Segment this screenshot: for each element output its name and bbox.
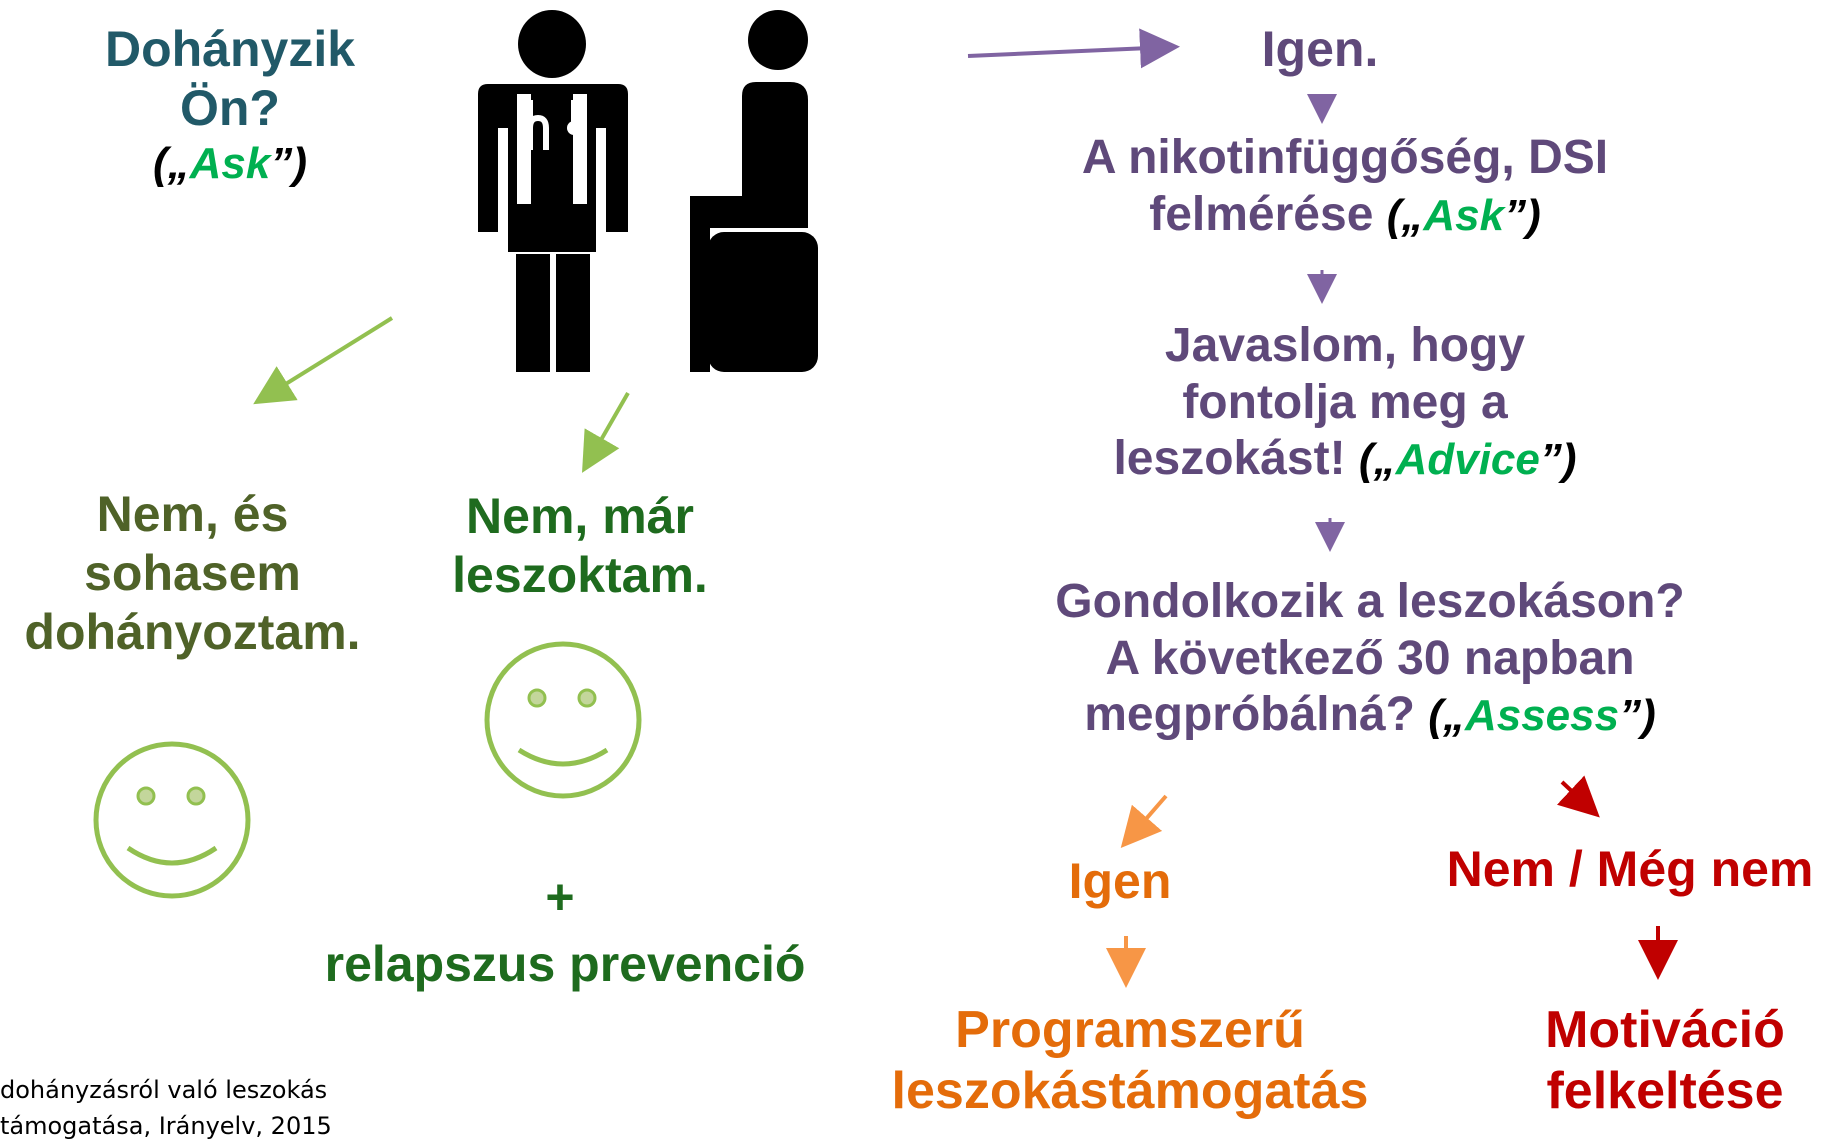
program-line-1: Programszerű	[955, 1001, 1305, 1059]
quit-line-2: leszoktam.	[452, 547, 708, 603]
assess-step: Gondolkozik a leszokáson? A következő 30…	[1030, 574, 1710, 744]
assess-line-2: A következő 30 napban	[1105, 631, 1635, 685]
advice-line-3: leszokást! („Advice”)	[1113, 432, 1577, 486]
arrow-to-no-branch	[1556, 775, 1600, 818]
advice-line-2: fontolja meg a	[1182, 375, 1508, 429]
tag-open: („	[152, 139, 190, 188]
yes-answer: Igen.	[1261, 21, 1379, 77]
smoking-question: Dohányzik Ön? („Ask”)	[60, 20, 400, 190]
arrow-to-never-smoked	[253, 316, 394, 405]
advice-line-1: Javaslom, hogy	[1164, 319, 1526, 372]
source-line-2: támogatása, Irányelv, 2015	[0, 1112, 332, 1140]
question-tag: („Ask”)	[60, 138, 400, 190]
dependence-assessment: A nikotinfüggőség, DSI felmérése („Ask”)	[1060, 130, 1630, 243]
assess-line-3: megpróbálná? („Assess”)	[1084, 688, 1656, 742]
question-line-1: Dohányzik	[104, 21, 356, 77]
motivation: Motiváció felkeltése	[1520, 1000, 1810, 1123]
never-smoked-answer: Nem, és sohasem dohányoztam.	[0, 485, 385, 662]
arrow-to-yes-branch	[1120, 794, 1168, 849]
question-line-2: Ön?	[180, 80, 280, 136]
already-quit-answer: Nem, már leszoktam.	[420, 487, 740, 605]
smiley-face-icon	[484, 641, 642, 799]
smiley-face-icon	[93, 741, 251, 899]
quit-line-1: Nem, már	[466, 488, 694, 544]
arrow-to-yes	[967, 28, 1180, 69]
assess-tag: („Assess”)	[1428, 691, 1656, 741]
assess-line-1: Gondolkozik a leszokáson?	[1055, 575, 1685, 628]
program-support: Programszerű leszokástámogatás	[870, 1000, 1390, 1123]
motivation-line-1: Motiváció	[1545, 1001, 1785, 1059]
dependence-line-2: felmérése („Ask”)	[1149, 187, 1541, 241]
branch-no: Nem / Még nem	[1446, 841, 1814, 897]
tag-keyword: Ask	[189, 139, 271, 188]
dependence-tag: („Ask”)	[1386, 190, 1541, 240]
never-line-2: sohasem	[84, 545, 301, 601]
source-line-1: dohányzásról való leszokás	[0, 1076, 328, 1104]
doctor-icon	[478, 10, 628, 372]
arrow-to-quit	[582, 392, 630, 473]
program-line-2: leszokástámogatás	[891, 1062, 1369, 1121]
motivation-line-2: felkeltése	[1546, 1062, 1784, 1121]
source-note: dohányzásról való leszokás támogatása, I…	[0, 1072, 380, 1140]
advice-step: Javaslom, hogy fontolja meg a leszokást!…	[1060, 318, 1630, 488]
never-line-1: Nem, és	[96, 486, 289, 542]
never-line-3: dohányoztam.	[24, 604, 361, 660]
plus-sign: +	[545, 869, 575, 925]
branch-yes: Igen	[1068, 853, 1172, 909]
tag-close: ”)	[270, 139, 308, 188]
seated-patient-icon	[690, 10, 818, 372]
dependence-line-1: A nikotinfüggőség, DSI	[1081, 131, 1609, 184]
advice-tag: („Advice”)	[1358, 435, 1577, 485]
relapse-prevention: relapszus prevenció	[324, 936, 806, 992]
